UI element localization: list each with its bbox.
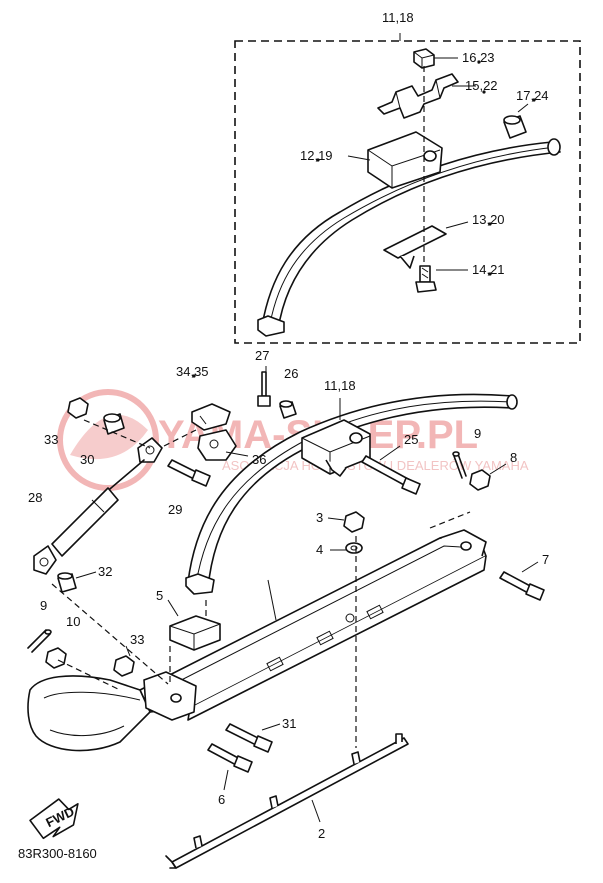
nut-33-top-icon [67,397,89,419]
wear-bar-icon [165,733,409,869]
callout-10: 10 [66,614,80,629]
nut-8-icon [469,469,491,491]
callout-25: 25 [404,432,418,447]
nut-10-icon [45,647,67,669]
link-34-35-icon [191,403,231,431]
callout-31: 31 [282,716,296,731]
bolt-31-icon [225,723,273,753]
ski-front-bracket-icon [143,671,197,721]
callout-dots [192,60,536,378]
callout-2: 2 [318,826,325,841]
callout-16-23: 16,23 [462,50,495,65]
callout-8: 8 [510,450,517,465]
nut-3-icon [343,511,365,533]
callout-26: 26 [284,366,298,381]
callout-6: 6 [218,792,225,807]
callout-27: 27 [255,348,269,363]
bolt-7-icon [499,571,545,601]
collar-part-icon [503,115,527,139]
cotter-pin-right-icon [452,451,467,479]
callout-32: 32 [98,564,112,579]
callout-13-20: 13,20 [472,212,505,227]
nut-33-lower-icon [113,655,135,677]
callout-7: 7 [542,552,549,567]
callout-4: 4 [316,542,323,557]
part-number-code: 83R300-8160 [18,846,97,861]
callout-9-left: 9 [40,598,47,613]
callout-29: 29 [168,502,182,517]
callout-9-right: 9 [474,426,481,441]
callout-30: 30 [80,452,94,467]
collar-26-icon [279,400,297,419]
callout-12-19: 12,19 [300,148,333,163]
callout-14-21: 14,21 [472,262,505,277]
nut-part-icon [413,48,435,69]
spring-detail-box: 11,18 16,23 15,22 17,24 12,19 13,20 14,2… [234,10,581,344]
assembly-lines [51,366,471,748]
callout-34-35: 34,35 [176,364,209,379]
callout-3: 3 [316,510,323,525]
callout-11-18-mid: 11,18 [324,378,356,393]
shock-absorber-icon [33,437,163,575]
damper-holder-icon [169,615,221,651]
bolt-6-icon [207,743,253,773]
callout-33-top: 33 [44,432,58,447]
bolt-25-icon [361,455,421,495]
bolt-29-icon [167,459,211,487]
callout-15-22: 15,22 [465,78,498,93]
collar-30-icon [103,413,125,435]
fwd-arrow-icon: FWD [29,798,79,840]
bolt-27-icon [257,371,271,407]
callout-36: 36 [252,452,266,467]
ski-body-icon [27,529,487,752]
cotter-pin-left-icon [27,629,52,653]
spring-bracket-mid-icon [301,419,371,477]
callout-5: 5 [156,588,163,603]
callout-33-lower: 33 [130,632,144,647]
detail-box-border [234,40,581,344]
watermark-sheep-icon [70,414,148,460]
washer-4-icon [345,542,363,554]
bolt-14-icon [415,265,437,293]
spring-plate-icon [383,225,447,269]
callout-11-18-top: 11,18 [382,10,414,25]
callout-17-24: 17,24 [516,88,549,103]
collar-32-icon [57,572,77,593]
callout-28: 28 [28,490,42,505]
spring-clamp-icon [377,73,459,119]
